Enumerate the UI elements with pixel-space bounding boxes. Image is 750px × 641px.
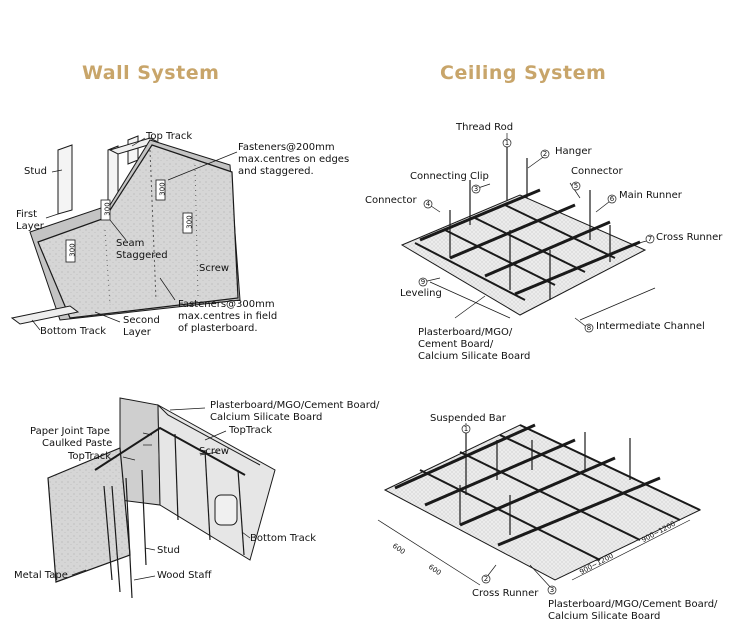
- wall-system-drawing: [10, 135, 241, 331]
- partition-label-bottom-track: Bottom Track: [250, 533, 317, 544]
- partition-label-paper-joint-tape: Paper Joint Tape: [30, 426, 110, 437]
- ceiling-system-drawing: 1 2 3 4 5 6 7 8 9: [400, 133, 656, 333]
- ceiling-number-9: 9: [421, 278, 425, 286]
- ceiling-label-hanger: Hanger: [555, 146, 592, 157]
- ceiling-board-plane: [400, 194, 647, 316]
- wall-leader-lines: [31, 137, 238, 331]
- wall-board-mark-2: 300: [158, 182, 167, 196]
- ceiling-thread-rods: [449, 140, 611, 300]
- wall-bottom-track: [10, 305, 80, 325]
- partition-label-stud: Stud: [157, 545, 180, 556]
- partition-studs: [103, 433, 245, 599]
- wall-label-bottom-track: Bottom Track: [40, 326, 107, 337]
- partition-label-board: Plasterboard/MGO/Cement Board/ Calcium S…: [210, 400, 380, 423]
- ceiling-label-cross-runner: Cross Runner: [656, 232, 723, 243]
- partition-top-track: [94, 426, 246, 476]
- suspended-dimension-lines: [377, 519, 691, 586]
- ceiling-number-8: 8: [587, 324, 591, 332]
- wall-label-first-layer: First Layer: [16, 209, 44, 232]
- ceiling-label-connector-right: Connector: [571, 166, 623, 177]
- ceiling-label-connecting-clip: Connecting Clip: [410, 171, 489, 182]
- ceiling-label-board: Plasterboard/MGO/ Cement Board/ Calcium …: [418, 327, 531, 362]
- suspended-number-3: 3: [550, 586, 554, 594]
- ceiling-main-runners: [419, 188, 641, 296]
- ceiling-number-7: 7: [648, 235, 652, 243]
- ceiling-number-1: 1: [505, 139, 509, 147]
- partition-label-caulked-paste: Caulked Paste: [42, 438, 113, 449]
- ceiling-label-leveling: Leveling: [400, 288, 442, 299]
- partition-label-metal-tape: Metal Tape: [14, 570, 68, 581]
- suspended-label-suspended-bar: Suspended Bar: [430, 413, 506, 424]
- wall-dimension-marks: [65, 179, 193, 263]
- suspended-number-1: 1: [464, 425, 468, 433]
- ceiling-label-intermediate-channel: Intermediate Channel: [596, 321, 705, 332]
- suspended-label-board: Plasterboard/MGO/Cement Board/ Calcium S…: [548, 599, 718, 622]
- wall-label-screw: Screw: [199, 263, 230, 274]
- partition-label-toptrack-right: TopTrack: [229, 425, 273, 436]
- wall-seam: [149, 149, 157, 301]
- wall-label-fasteners-edges: Fasteners@200mm max.centres on edges and…: [238, 142, 350, 177]
- wall-label-seam-staggered: Seam Staggered: [116, 238, 168, 261]
- ceiling-number-4: 4: [426, 200, 431, 208]
- wall-board-mark-3: 300: [185, 215, 194, 229]
- ceiling-cross-runners: [414, 204, 616, 301]
- ceiling-label-connector-left: Connector: [365, 195, 417, 206]
- wall-board-mark-4: 300: [68, 243, 77, 257]
- ceiling-number-5: 5: [574, 182, 578, 190]
- ceiling-number-6: 6: [610, 195, 615, 203]
- ceiling-number-3: 3: [474, 185, 478, 193]
- suspended-ceiling-drawing: 1 2 3: [377, 423, 702, 595]
- wall-label-second-layer: Second Layer: [123, 315, 160, 338]
- ceiling-label-thread-rod: Thread Rod: [456, 122, 514, 133]
- ceiling-system-heading: Ceiling System: [440, 62, 607, 84]
- wall-label-stud: Stud: [24, 166, 47, 177]
- partition-label-wood-staff: Wood Staff: [157, 570, 212, 581]
- wall-label-fasteners-field: Fasteners@300mm max.centres in field of …: [178, 299, 278, 334]
- suspended-bars: [459, 432, 631, 535]
- wall-board-mark-1: 300: [103, 202, 112, 216]
- ceiling-number-2: 2: [543, 150, 547, 158]
- partition-label-screw: Screw: [199, 446, 230, 457]
- wall-system-heading: Wall System: [82, 62, 220, 84]
- wall-stud-frame: [57, 135, 139, 215]
- ceiling-label-main-runner: Main Runner: [619, 190, 682, 201]
- ceiling-callout-numbers: [418, 138, 655, 333]
- partition-drawing: [47, 397, 276, 599]
- partition-label-toptrack-left: TopTrack: [68, 451, 112, 462]
- partition-leader-lines: [71, 407, 251, 581]
- suspended-label-cross-runner: Cross Runner: [472, 588, 539, 599]
- suspended-number-2: 2: [484, 575, 488, 583]
- wall-label-top-track: Top Track: [146, 131, 193, 142]
